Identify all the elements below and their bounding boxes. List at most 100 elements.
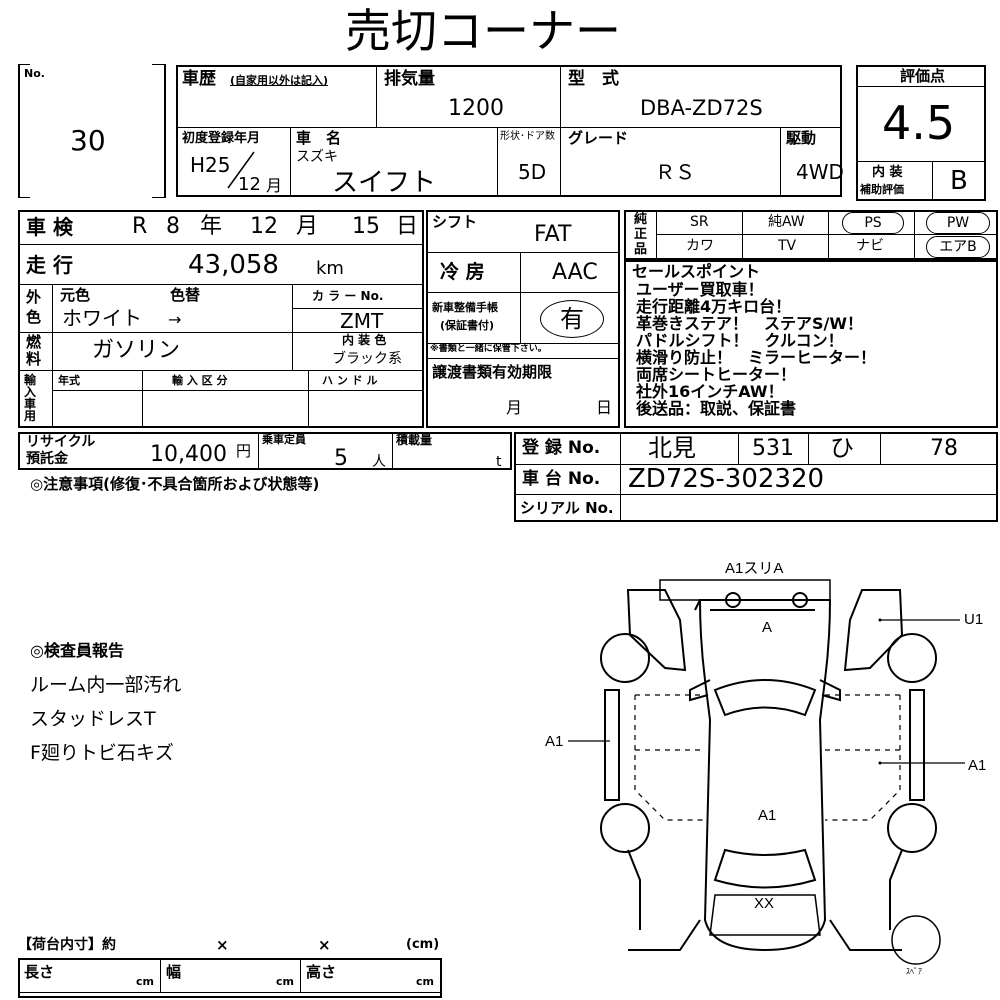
load-unit: t bbox=[496, 454, 502, 470]
drive-value: 4WD bbox=[796, 160, 844, 184]
transfer-month-unit: 月 bbox=[506, 398, 523, 417]
color-label-1: 外 bbox=[26, 288, 42, 306]
import-label: 輸入車用 bbox=[24, 373, 37, 423]
serial-label: シリアル No. bbox=[520, 499, 614, 517]
import-handle-label: ハ ン ド ル bbox=[322, 374, 378, 387]
lot-number: 30 bbox=[70, 124, 106, 157]
first-reg-month: 12 bbox=[238, 174, 261, 195]
recycle-unit: 円 bbox=[236, 442, 252, 460]
registration-kana: ひ bbox=[830, 434, 854, 462]
capacity-value: 5 bbox=[334, 446, 348, 471]
equipment-label: 純正品 bbox=[634, 212, 648, 257]
mileage-label: 走 行 bbox=[26, 253, 73, 277]
shaken-year: 8 bbox=[166, 214, 180, 239]
sales-point-line: パドルシフト！ クルコン！ bbox=[636, 331, 844, 350]
registration-number: 78 bbox=[930, 436, 958, 461]
load-label: 積載量 bbox=[396, 433, 433, 447]
transfer-label: 譲渡書類有効期限 bbox=[432, 363, 553, 381]
cargo-height-unit: cm bbox=[416, 975, 434, 988]
slash-divider bbox=[227, 151, 255, 189]
model-code-value: DBA-ZD72S bbox=[640, 96, 763, 120]
equip-tv: TV bbox=[778, 238, 797, 254]
score-label: 評価点 bbox=[900, 67, 946, 85]
lot-box bbox=[18, 65, 166, 198]
displacement-value: 1200 bbox=[448, 96, 504, 121]
registration-box bbox=[514, 432, 998, 522]
vehicle-info-box bbox=[176, 65, 842, 197]
inspection-block bbox=[18, 210, 424, 428]
chassis-value: ZD72S-302320 bbox=[628, 464, 825, 494]
cargo-length-label: 長さ bbox=[24, 963, 55, 981]
diagram-right-label: A1 bbox=[968, 757, 986, 774]
score-box bbox=[856, 65, 986, 201]
shift-value: FAT bbox=[534, 222, 572, 247]
orig-color-label: 元色 bbox=[60, 286, 91, 304]
grade-label: グレード bbox=[568, 129, 629, 147]
aircon-label: 冷 房 bbox=[440, 261, 485, 283]
page-title: 売切コーナー bbox=[345, 4, 621, 58]
mileage-value: 43,058 bbox=[188, 250, 279, 280]
equip-navi: ナビ bbox=[856, 238, 884, 254]
first-reg-year: H25 bbox=[190, 153, 231, 177]
interior-score-label-1: 内 装 bbox=[872, 165, 903, 180]
car-maker: スズキ bbox=[296, 149, 338, 165]
cargo-label: 【荷台内寸】約 bbox=[18, 937, 116, 953]
shaken-day-unit: 日 bbox=[396, 214, 419, 239]
inspector-line-1: ルーム内一部汚れ bbox=[30, 674, 182, 696]
diagram-center-label: A1 bbox=[758, 807, 776, 824]
grade-value: ＲＳ bbox=[655, 160, 695, 184]
warranty-label-1: 新車整備手帳 bbox=[432, 301, 498, 314]
cargo-width-label: 幅 bbox=[166, 963, 182, 981]
sales-point-line: ユーザー買取車！ bbox=[636, 280, 764, 299]
doors-label: 形状･ドア数 bbox=[500, 131, 555, 142]
inspector-line-2: スタッドレスT bbox=[30, 708, 156, 730]
capacity-unit: 人 bbox=[372, 454, 386, 470]
interior-color-value: ブラック系 bbox=[332, 351, 402, 367]
shaken-month: 12 bbox=[250, 214, 278, 239]
color-arrow: → bbox=[168, 310, 182, 329]
sales-point-line: 両席シートヒーター！ bbox=[636, 365, 797, 384]
color-code-value: ZMT bbox=[340, 309, 384, 333]
warranty-note: ※書類と一緒に保管下さい。 bbox=[430, 344, 547, 354]
fuel-label-2: 料 bbox=[26, 350, 42, 368]
shaken-day: 15 bbox=[352, 214, 380, 239]
sales-point-line: 革巻きステア！ ステアS/W！ bbox=[636, 314, 864, 333]
drive-label: 駆動 bbox=[786, 129, 817, 147]
cargo-unit: (cm) bbox=[406, 937, 440, 952]
diagram-u1-label: U1 bbox=[964, 611, 983, 628]
inspector-label: ◎検査員報告 bbox=[30, 641, 124, 660]
diagram-top-label: A1スリA bbox=[725, 560, 783, 577]
equip-airbag: エアB bbox=[926, 236, 990, 258]
warranty-badge: 有 bbox=[540, 300, 604, 338]
cargo-x1: × bbox=[216, 936, 229, 954]
import-year-label: 年式 bbox=[58, 374, 80, 387]
shift-label: シフト bbox=[432, 213, 478, 231]
history-note: (自家用以外は記入) bbox=[230, 74, 329, 87]
cargo-x2: × bbox=[318, 936, 331, 954]
lot-label: No. bbox=[24, 67, 45, 80]
color-code-label: カ ラ ー No. bbox=[312, 289, 384, 303]
shaken-label: 車 検 bbox=[26, 215, 73, 239]
inspector-line-3: F廻りトビ石キズ bbox=[30, 742, 174, 764]
mileage-unit: km bbox=[316, 258, 344, 279]
warranty-value: 有 bbox=[560, 305, 584, 333]
diagram-left-label: A1 bbox=[545, 733, 563, 750]
sales-points-box bbox=[624, 260, 998, 428]
equip-ps: PS bbox=[842, 212, 904, 234]
equip-aw: 純AW bbox=[768, 214, 805, 230]
import-type-label: 輸 入 区 分 bbox=[172, 374, 228, 387]
car-name-value: スイフト bbox=[332, 168, 437, 198]
notes-label: ◎注意事項(修復･不具合箇所および状態等) bbox=[30, 475, 320, 493]
recycle-label-1: リサイクル bbox=[26, 434, 96, 450]
cargo-length-unit: cm bbox=[136, 975, 154, 988]
model-code-label: 型 式 bbox=[568, 69, 619, 89]
sales-point-line: 横滑り防止！ ミラーヒーター！ bbox=[636, 348, 877, 367]
history-label: 車歴 bbox=[182, 69, 216, 89]
warranty-label-2: (保証書付) bbox=[440, 319, 495, 332]
score-value: 4.5 bbox=[882, 96, 956, 150]
equip-sr: SR bbox=[690, 214, 709, 230]
color-label-2: 色 bbox=[26, 308, 42, 326]
registration-label: 登 録 No. bbox=[522, 438, 601, 458]
recycle-box bbox=[18, 432, 512, 470]
car-damage-diagram: A1スリA A U1 A1 A1 A1 XX ｽﾍﾟｱ bbox=[545, 560, 986, 976]
